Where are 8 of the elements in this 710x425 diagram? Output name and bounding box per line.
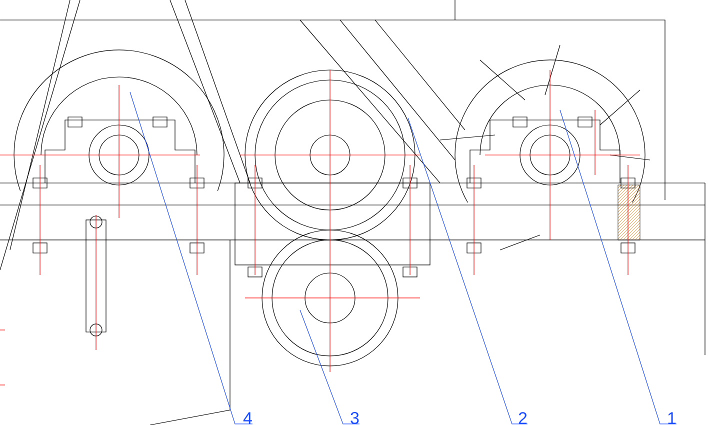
callout-number: 1 bbox=[668, 412, 676, 424]
callout-number: 3 bbox=[350, 412, 359, 424]
leader-line bbox=[560, 110, 677, 424]
leader-line bbox=[130, 92, 253, 424]
leader-line bbox=[408, 118, 528, 424]
callout-number: 2 bbox=[518, 412, 527, 424]
leader-line bbox=[300, 310, 360, 424]
callout-number: 4 bbox=[243, 412, 252, 424]
